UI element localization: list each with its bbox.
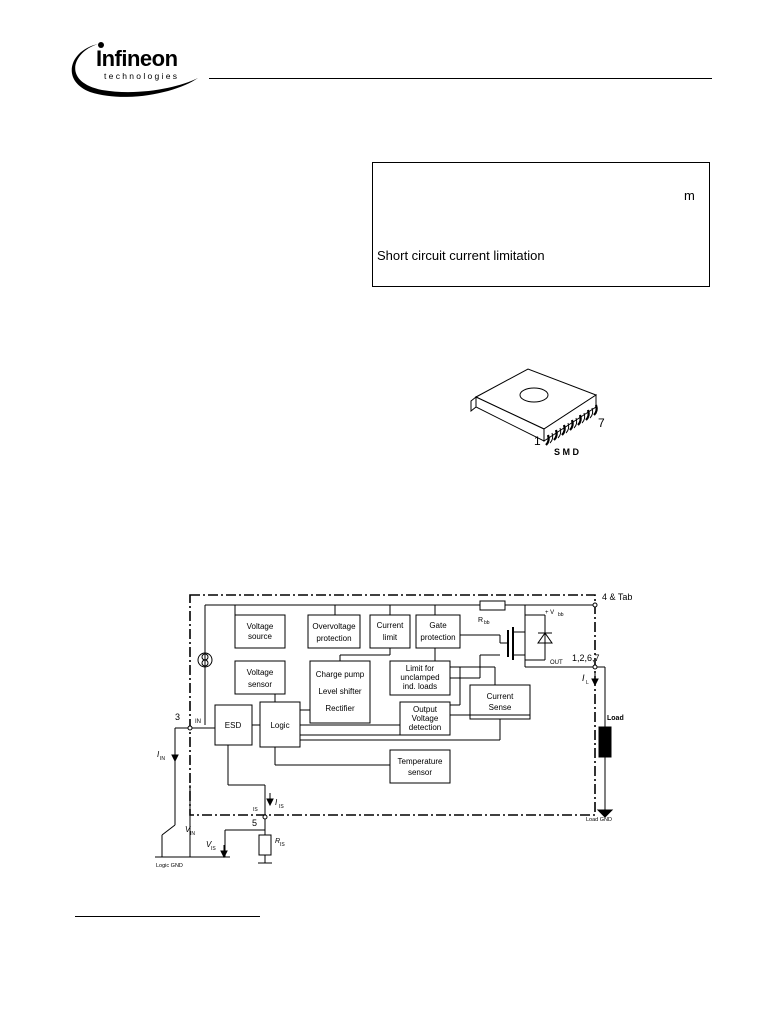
current-limit-label-1: Current xyxy=(377,621,404,630)
voltage-sensor-label-1: Voltage xyxy=(247,668,274,677)
load-ground-icon xyxy=(596,809,614,818)
pin-is-number: 5 xyxy=(252,818,257,828)
ris-resistor-icon xyxy=(258,834,272,856)
temperature-label-2: sensor xyxy=(408,768,432,777)
ris-sub-label: IS xyxy=(280,842,285,848)
header-rule xyxy=(209,78,712,79)
pin-tab-label: 4 & Tab xyxy=(602,592,632,602)
gate-protection-label-1: Gate xyxy=(429,621,447,630)
rbb-label: R xyxy=(478,617,483,624)
il-sub-label: L xyxy=(586,680,589,686)
iis-sub-label: IS xyxy=(279,804,284,810)
out-label: OUT xyxy=(550,660,563,666)
esd-label: ESD xyxy=(225,721,242,730)
vin-label: V xyxy=(185,825,191,834)
block-diagram-svg: Voltage source Overvoltage protection Cu… xyxy=(155,592,632,869)
limit-unclamped-label-2: unclamped xyxy=(400,673,439,682)
package-pin-first: 1 xyxy=(534,434,541,448)
in-label: IN xyxy=(195,719,201,725)
overvoltage-label-1: Overvoltage xyxy=(312,622,356,631)
vbb-label: + V xyxy=(545,610,554,616)
rbb-resistor xyxy=(479,600,506,611)
product-summary-box xyxy=(372,162,710,287)
gate-protection-block xyxy=(415,614,461,649)
current-sense-block xyxy=(469,684,531,720)
level-shifter-label: Level shifter xyxy=(318,687,361,696)
is-label: IS xyxy=(253,807,258,813)
voltage-source-label-1: Voltage xyxy=(247,622,274,631)
footnote-rule xyxy=(75,916,260,917)
voltage-source-block xyxy=(234,614,286,649)
limit-unclamped-label-1: Limit for xyxy=(406,664,435,673)
il-label: I xyxy=(582,673,585,683)
charge-pump-label: Charge pump xyxy=(316,670,365,679)
iin-label: I xyxy=(157,750,160,759)
temperature-sensor-block xyxy=(389,749,451,784)
logic-gnd-label: Logic GND xyxy=(156,863,183,869)
smd-package-illustration: 1 7 S M D xyxy=(468,355,608,460)
voltage-sensor-label-2: sensor xyxy=(248,680,272,689)
voltage-source-label-2: source xyxy=(248,632,273,641)
rbb-sub-label: bb xyxy=(484,620,490,626)
pins-out-label: 1,2,6,7 xyxy=(572,653,600,663)
ris-label: R xyxy=(275,838,280,845)
vis-label: V xyxy=(206,840,212,849)
voltage-sensor-block xyxy=(234,660,286,695)
logic-label: Logic xyxy=(270,721,289,730)
logo-subtitle-text: technologies xyxy=(104,71,180,81)
gate-protection-label-2: protection xyxy=(420,633,455,642)
package-label: S M D xyxy=(554,447,580,457)
current-sense-label-2: Sense xyxy=(489,703,512,712)
diode-icon xyxy=(537,632,553,644)
vis-sub-label: IS xyxy=(211,846,216,852)
vin-sub-label: IN xyxy=(190,831,195,837)
output-detection-label-2: Voltage xyxy=(412,714,439,723)
load-gnd-label: Load GND xyxy=(586,817,612,823)
current-limit-label-2: limit xyxy=(383,633,398,642)
overvoltage-protection-block xyxy=(307,614,361,649)
infineon-logo: Infineon technologies xyxy=(68,38,208,100)
load-label: Load xyxy=(607,715,624,722)
vbb-sub-label: bb xyxy=(558,612,564,618)
chip-outline xyxy=(189,594,596,816)
output-detection-label-1: Output xyxy=(413,705,438,714)
temperature-label-1: Temperature xyxy=(398,757,443,766)
current-sense-label-1: Current xyxy=(487,692,514,701)
summary-unit-glyph: m xyxy=(684,188,695,203)
current-limit-block xyxy=(369,614,411,649)
package-pin-last: 7 xyxy=(598,416,605,430)
load-resistor-icon xyxy=(598,726,612,758)
limit-unclamped-label-3: ind. loads xyxy=(403,682,437,691)
output-voltage-detection-block xyxy=(399,701,451,736)
output-detection-label-3: detection xyxy=(409,723,441,732)
summary-feature-text: Short circuit current limitation xyxy=(377,248,545,263)
iin-sub-label: IN xyxy=(160,756,165,762)
overvoltage-label-2: protection xyxy=(316,634,351,643)
logo-brand-text: Infineon xyxy=(96,46,178,71)
pin-in-number: 3 xyxy=(175,712,180,722)
block-diagram: Voltage source Overvoltage protection Cu… xyxy=(140,585,640,875)
current-source-icon xyxy=(197,652,213,668)
smd-package-drawing: 1 7 S M D xyxy=(470,368,605,457)
iis-label: I xyxy=(275,798,278,807)
logo-swoosh-icon xyxy=(71,42,198,97)
rectifier-label: Rectifier xyxy=(325,704,355,713)
